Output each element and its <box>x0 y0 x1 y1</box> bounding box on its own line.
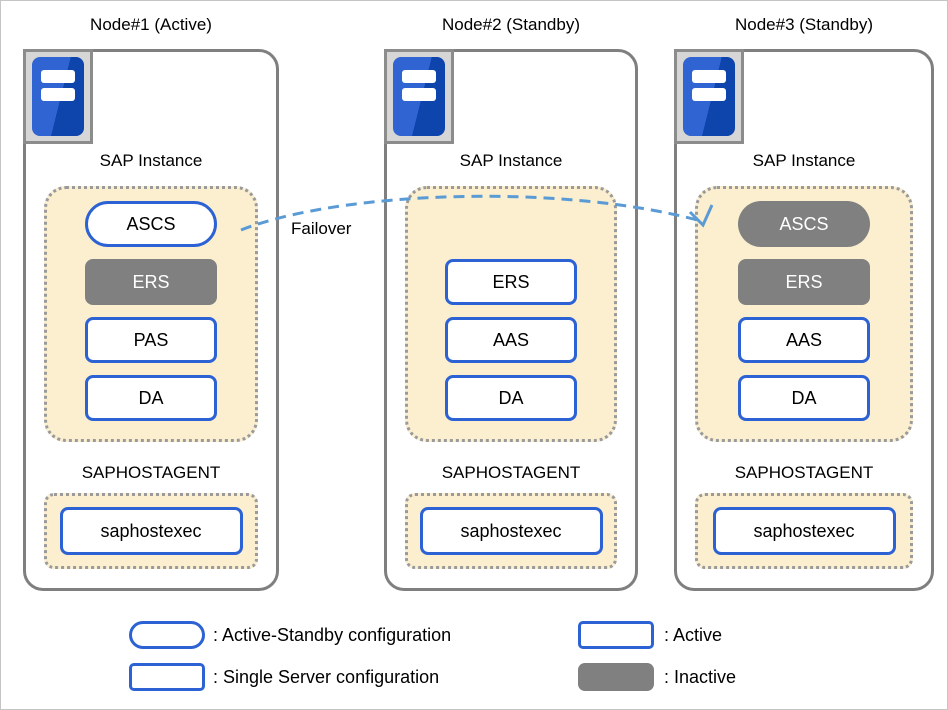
unit-ers: ERS <box>445 259 577 305</box>
unit-saphostexec: saphostexec <box>419 507 603 555</box>
node-1-instance-group: ASCS ERS PAS DA <box>44 186 258 442</box>
server-icon <box>384 49 454 144</box>
legend-label-active: : Active <box>664 625 723 645</box>
node-3: Node#3 (Standby) SAP Instance ASCS ERS A… <box>674 13 934 591</box>
unit-da: DA <box>738 375 870 421</box>
node-2-instance-group: ERS AAS DA <box>405 186 617 442</box>
unit-da: DA <box>85 375 217 421</box>
unit-saphostexec: saphostexec <box>59 507 243 555</box>
legend-swatch-single-server <box>129 663 205 691</box>
legend-label-single-server: : Single Server configuration <box>213 667 440 687</box>
node-3-box: SAP Instance ASCS ERS AAS DA SAPHOSTAGEN… <box>674 49 934 591</box>
sap-instance-label: SAP Instance <box>99 151 203 170</box>
saphostagent-label: SAPHOSTAGENT <box>441 463 581 482</box>
saphostagent-label: SAPHOSTAGENT <box>734 463 874 482</box>
unit-saphostexec: saphostexec <box>712 507 896 555</box>
unit-ers: ERS <box>738 259 870 305</box>
unit-aas: AAS <box>738 317 870 363</box>
sap-instance-label: SAP Instance <box>459 151 563 170</box>
node-3-instance-group: ASCS ERS AAS DA <box>695 186 913 442</box>
node-3-title: Node#3 (Standby) <box>735 15 873 34</box>
unit-ascs: ASCS <box>85 201 217 247</box>
node-1-box: SAP Instance ASCS ERS PAS DA SAPHOSTAGEN… <box>23 49 279 591</box>
server-icon <box>23 49 93 144</box>
sap-instance-label: SAP Instance <box>752 151 856 170</box>
legend-label-active-standby: : Active-Standby configuration <box>213 625 452 645</box>
unit-ascs: ASCS <box>738 201 870 247</box>
node-3-hostagent-group: saphostexec <box>695 493 913 569</box>
node-1: Node#1 (Active) SAP Instance ASCS ERS PA… <box>23 13 279 591</box>
node-2-title: Node#2 (Standby) <box>442 15 580 34</box>
unit-aas: AAS <box>445 317 577 363</box>
legend-swatch-active-standby <box>129 621 205 649</box>
unit-ers: ERS <box>85 259 217 305</box>
unit-pas: PAS <box>85 317 217 363</box>
node-2-hostagent-group: saphostexec <box>405 493 617 569</box>
legend-label-inactive: : Inactive <box>664 667 737 687</box>
failover-label: Failover <box>291 219 352 238</box>
legend-swatch-inactive <box>578 663 654 691</box>
saphostagent-label: SAPHOSTAGENT <box>81 463 221 482</box>
node-2: Node#2 (Standby) SAP Instance ERS AAS DA… <box>384 13 638 591</box>
legend-swatch-active <box>578 621 654 649</box>
server-icon <box>674 49 744 144</box>
node-2-box: SAP Instance ERS AAS DA SAPHOSTAGENT sap… <box>384 49 638 591</box>
node-1-hostagent-group: saphostexec <box>44 493 258 569</box>
unit-da: DA <box>445 375 577 421</box>
node-1-title: Node#1 (Active) <box>90 15 212 34</box>
